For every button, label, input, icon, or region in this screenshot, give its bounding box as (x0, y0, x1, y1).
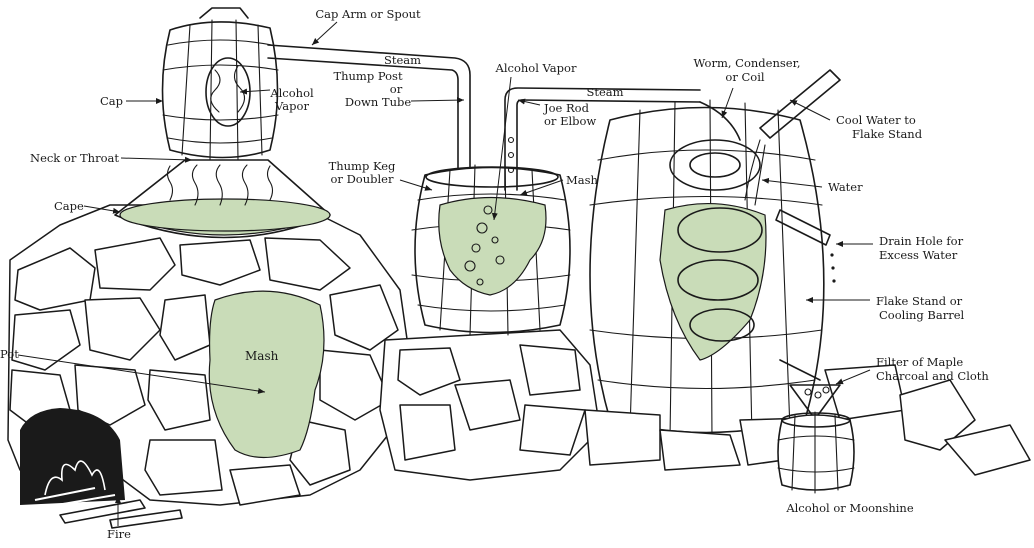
alcohol-vapor-keg-label: Alcohol Vapor (495, 61, 577, 75)
pot (209, 291, 324, 457)
joe-rod-label-1: Joe Rod (543, 101, 590, 115)
cap-arm-label: Cap Arm or Spout (315, 7, 421, 21)
drain-label-2: Excess Water (879, 248, 958, 262)
flake-stand-label-2: Cooling Barrel (879, 308, 965, 322)
neck-label: Neck or Throat (30, 151, 119, 165)
cape-label: Cape (54, 199, 84, 213)
steam-label-2: Steam (586, 85, 623, 99)
thump-keg-label-2: or Doubler (331, 172, 394, 186)
joe-rod-label-2: or Elbow (544, 114, 596, 128)
thump-keg-support (380, 330, 600, 480)
flake-stand-barrel (590, 100, 824, 440)
steam-label-1: Steam (384, 53, 421, 67)
thump-keg-label-1: Thump Keg (329, 159, 396, 173)
cool-water-label-2: Flake Stand (852, 127, 923, 141)
flake-stand-label-1: Flake Stand or (876, 294, 963, 308)
mash-keg-label: Mash (566, 173, 599, 187)
cap-label: Cap (100, 94, 123, 108)
cap-barrel (163, 8, 279, 160)
alcohol-vapor-cap-label-2: Vapor (274, 99, 309, 113)
pot-label: Pot (0, 347, 19, 361)
drain-label-1: Drain Hole for (879, 234, 964, 248)
mash-in-pot (209, 291, 324, 457)
filter-label-1: Filter of Maple (876, 355, 963, 369)
water-label: Water (828, 180, 863, 194)
cool-water-label-1: Cool Water to (836, 113, 916, 127)
moonshine-keg (778, 412, 854, 493)
worm-label-1: Worm, Condenser, (694, 56, 801, 70)
cape-cone (115, 160, 330, 238)
thump-post-label-3: Down Tube (345, 95, 411, 109)
fire-label: Fire (107, 527, 131, 541)
thump-keg (412, 165, 570, 335)
alcohol-vapor-cap-label-1: Alcohol (269, 86, 314, 100)
mash-pot-label: Mash (245, 349, 279, 363)
moonshine-label: Alcohol or Moonshine (785, 501, 914, 515)
worm-label-2: or Coil (725, 70, 764, 84)
filter-label-2: Charcoal and Cloth (876, 369, 989, 383)
thump-post-label-2: or (390, 82, 403, 96)
thump-post-label-1: Thump Post (333, 69, 403, 83)
